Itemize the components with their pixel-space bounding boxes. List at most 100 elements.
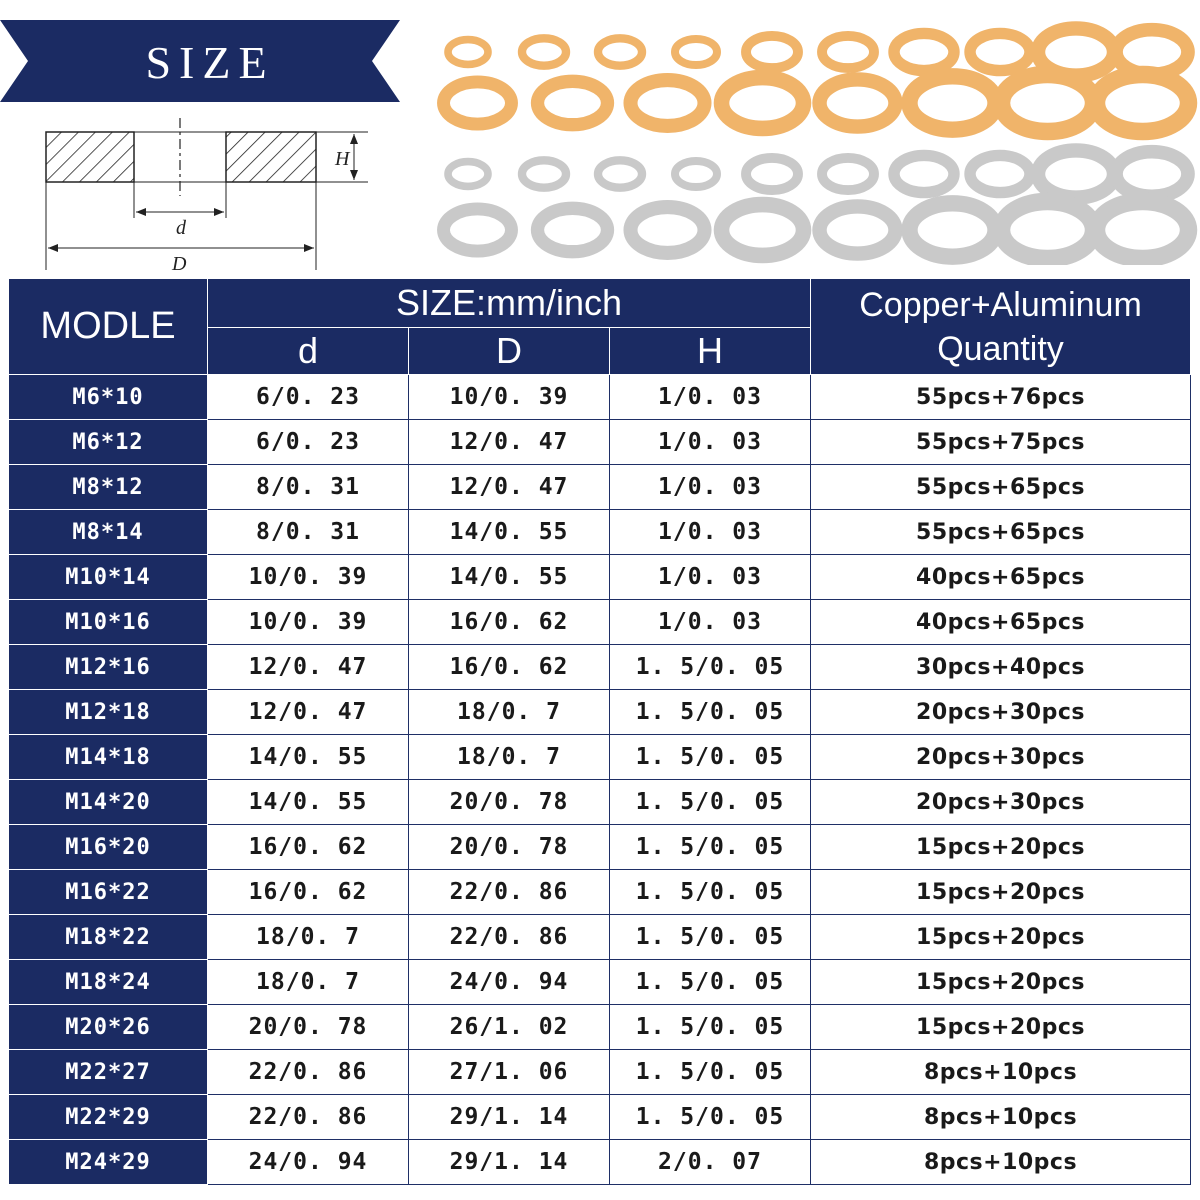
inner-diameter-cell: 14/0. 55 — [207, 734, 409, 780]
quantity-cell: 8pcs+10pcs — [810, 1139, 1191, 1185]
model-cell: M14*20 — [8, 779, 208, 825]
outer-diameter-cell: 18/0. 7 — [408, 734, 610, 780]
thickness-cell: 1/0. 03 — [609, 509, 811, 555]
quantity-cell: 8pcs+10pcs — [810, 1049, 1191, 1095]
aluminum-washer — [901, 195, 1004, 265]
thickness-cell: 1/0. 03 — [609, 599, 811, 645]
washer-section — [45, 118, 317, 196]
quantity-cell: 8pcs+10pcs — [810, 1094, 1191, 1140]
copper-washer — [888, 27, 960, 77]
outer-diameter-cell: 27/1. 06 — [408, 1049, 610, 1095]
inner-diameter-cell: 10/0. 39 — [207, 599, 409, 645]
svg-text:D: D — [171, 253, 187, 275]
copper-washer — [713, 69, 812, 137]
outer-diameter-cell: 14/0. 55 — [408, 554, 610, 600]
model-cell: M12*16 — [8, 644, 208, 690]
header-model: MODLE — [8, 278, 208, 375]
copper-washer — [812, 72, 903, 134]
copper-washer — [992, 65, 1103, 141]
thickness-cell: 1. 5/0. 05 — [609, 1094, 811, 1140]
outer-diameter-cell: 16/0. 62 — [408, 599, 610, 645]
inner-diameter-cell: 22/0. 86 — [207, 1049, 409, 1095]
outer-diameter-cell: 12/0. 47 — [408, 464, 610, 510]
copper-washer — [901, 68, 1004, 138]
inner-diameter-cell: 12/0. 47 — [207, 689, 409, 735]
dimension-h: H — [316, 131, 368, 183]
svg-text:d: d — [176, 217, 187, 239]
inner-diameter-cell: 14/0. 55 — [207, 779, 409, 825]
size-banner: SIZE — [0, 20, 400, 102]
model-cell: M8*14 — [8, 509, 208, 555]
outer-diameter-cell: 18/0. 7 — [408, 689, 610, 735]
copper-washer — [964, 27, 1036, 77]
aluminum-washer — [1030, 143, 1122, 205]
outer-diameter-cell: 20/0. 78 — [408, 824, 610, 870]
aluminum-washer — [593, 156, 647, 192]
outer-diameter-cell: 22/0. 86 — [408, 914, 610, 960]
model-cell: M8*12 — [8, 464, 208, 510]
header-inner-diameter: d — [207, 327, 409, 375]
copper-washer — [741, 30, 803, 74]
model-cell: M14*18 — [8, 734, 208, 780]
aluminum-washer — [812, 199, 903, 261]
dimension-d-inner: d — [133, 182, 227, 239]
quantity-cell: 30pcs+40pcs — [810, 644, 1191, 690]
aluminum-washer — [1087, 192, 1198, 265]
thickness-cell: 1. 5/0. 05 — [609, 644, 811, 690]
model-cell: M22*29 — [8, 1094, 208, 1140]
inner-diameter-cell: 18/0. 7 — [207, 959, 409, 1005]
inner-diameter-cell: 22/0. 86 — [207, 1094, 409, 1140]
thickness-cell: 1/0. 03 — [609, 374, 811, 420]
thickness-cell: 1/0. 03 — [609, 464, 811, 510]
inner-diameter-cell: 24/0. 94 — [207, 1139, 409, 1185]
thickness-cell: 1. 5/0. 05 — [609, 914, 811, 960]
aluminum-washer — [713, 196, 812, 264]
model-cell: M18*22 — [8, 914, 208, 960]
aluminum-washer — [517, 156, 571, 192]
spec-table: MODLE SIZE:mm/inch Copper+Aluminum Quant… — [8, 278, 1191, 1185]
quantity-cell: 55pcs+76pcs — [810, 374, 1191, 420]
thickness-cell: 1/0. 03 — [609, 554, 811, 600]
inner-diameter-cell: 12/0. 47 — [207, 644, 409, 690]
outer-diameter-cell: 22/0. 86 — [408, 869, 610, 915]
inner-diameter-cell: 18/0. 7 — [207, 914, 409, 960]
model-cell: M10*14 — [8, 554, 208, 600]
quantity-cell: 15pcs+20pcs — [810, 959, 1191, 1005]
header-outer-diameter: D — [408, 327, 610, 375]
outer-diameter-cell: 24/0. 94 — [408, 959, 610, 1005]
aluminum-washer — [964, 149, 1036, 199]
model-cell: M6*10 — [8, 374, 208, 420]
aluminum-washer — [444, 157, 492, 191]
quantity-cell: 20pcs+30pcs — [810, 779, 1191, 825]
header-thickness: H — [609, 327, 811, 375]
quantity-cell: 55pcs+65pcs — [810, 509, 1191, 555]
inner-diameter-cell: 20/0. 78 — [207, 1004, 409, 1050]
quantity-cell: 55pcs+65pcs — [810, 464, 1191, 510]
copper-washer — [437, 75, 518, 131]
quantity-cell: 15pcs+20pcs — [810, 869, 1191, 915]
thickness-cell: 1. 5/0. 05 — [609, 824, 811, 870]
thickness-cell: 1. 5/0. 05 — [609, 1049, 811, 1095]
outer-diameter-cell: 26/1. 02 — [408, 1004, 610, 1050]
quantity-cell: 20pcs+30pcs — [810, 734, 1191, 780]
aluminum-washer — [992, 192, 1103, 265]
quantity-cell: 15pcs+20pcs — [810, 914, 1191, 960]
inner-diameter-cell: 6/0. 23 — [207, 374, 409, 420]
model-cell: M10*16 — [8, 599, 208, 645]
outer-diameter-cell: 14/0. 55 — [408, 509, 610, 555]
